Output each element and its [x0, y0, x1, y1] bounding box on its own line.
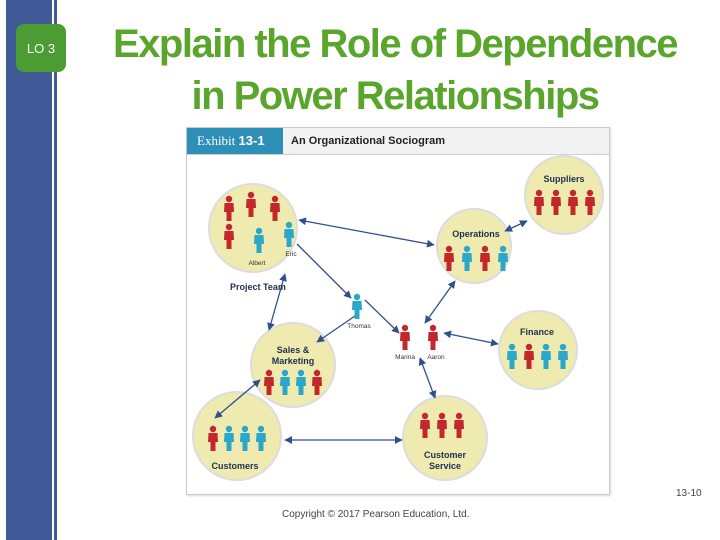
person-icon-red: [400, 324, 410, 350]
project-team-label: Project Team: [230, 282, 286, 292]
exhibit-figure: Exhibit 13-1 An Organizational Sociogram: [186, 127, 610, 495]
exhibit-tag-word: Exhibit: [197, 133, 236, 148]
slide-number: 13-10: [676, 488, 702, 499]
relationship-arrows: [214, 217, 528, 444]
person-icon-red: [428, 324, 438, 350]
arrow-thomas-marina: [364, 299, 400, 334]
customer-service-label-line1: Customer: [424, 450, 467, 460]
person-label-thomas: Thomas: [347, 323, 371, 330]
sidebar-band: [6, 0, 52, 540]
arrow-operations-suppliers: [504, 220, 528, 232]
suppliers-circle: [524, 155, 604, 235]
exhibit-header: Exhibit 13-1 An Organizational Sociogram: [187, 128, 609, 155]
arrow-project-operations: [298, 217, 435, 248]
sales-label-line1: Sales &: [277, 345, 310, 355]
person-label-eric: Eric: [285, 251, 297, 258]
exhibit-title: An Organizational Sociogram: [291, 135, 446, 147]
copyright-notice: Copyright © 2017 Pearson Education, Ltd.: [282, 509, 470, 520]
operations-circle: [436, 208, 512, 284]
slide-title-line2: in Power Relationships: [191, 74, 600, 118]
person-label-albert: Albert: [249, 260, 266, 267]
arrow-aaron-finance: [443, 330, 499, 347]
exhibit-tag-number: 13-1: [238, 133, 265, 148]
person-label-marina: Marina: [395, 354, 415, 361]
arrow-thomas-sales: [316, 315, 356, 343]
person-icon-teal: [352, 293, 362, 319]
arrow-aaron-operations: [424, 280, 456, 324]
sidebar: [0, 0, 58, 540]
slide-title: Explain the Role of Dependence in Power …: [70, 18, 720, 122]
arrow-aaron-customer-service: [418, 357, 437, 399]
finance-circle: [498, 310, 578, 390]
customer-service-label-line2: Service: [429, 461, 461, 471]
learning-objective-badge: LO 3: [16, 24, 66, 72]
sidebar-edge: [54, 0, 57, 540]
slide-title-line1: Explain the Role of Dependence: [112, 22, 679, 66]
finance-label: Finance: [520, 327, 554, 337]
arrow-project-sales: [267, 273, 287, 331]
sociogram-diagram: Suppliers Operations Finance Project Tea…: [192, 155, 604, 481]
suppliers-label: Suppliers: [543, 174, 584, 184]
operations-label: Operations: [452, 229, 500, 239]
arrow-sales-customers: [214, 379, 261, 419]
sales-label-line2: Marketing: [272, 356, 315, 366]
arrow-project-thomas: [296, 243, 352, 299]
customers-label: Customers: [211, 461, 258, 471]
person-label-aaron: Aaron: [427, 354, 445, 361]
exhibit-tag: Exhibit 13-1: [187, 128, 283, 154]
